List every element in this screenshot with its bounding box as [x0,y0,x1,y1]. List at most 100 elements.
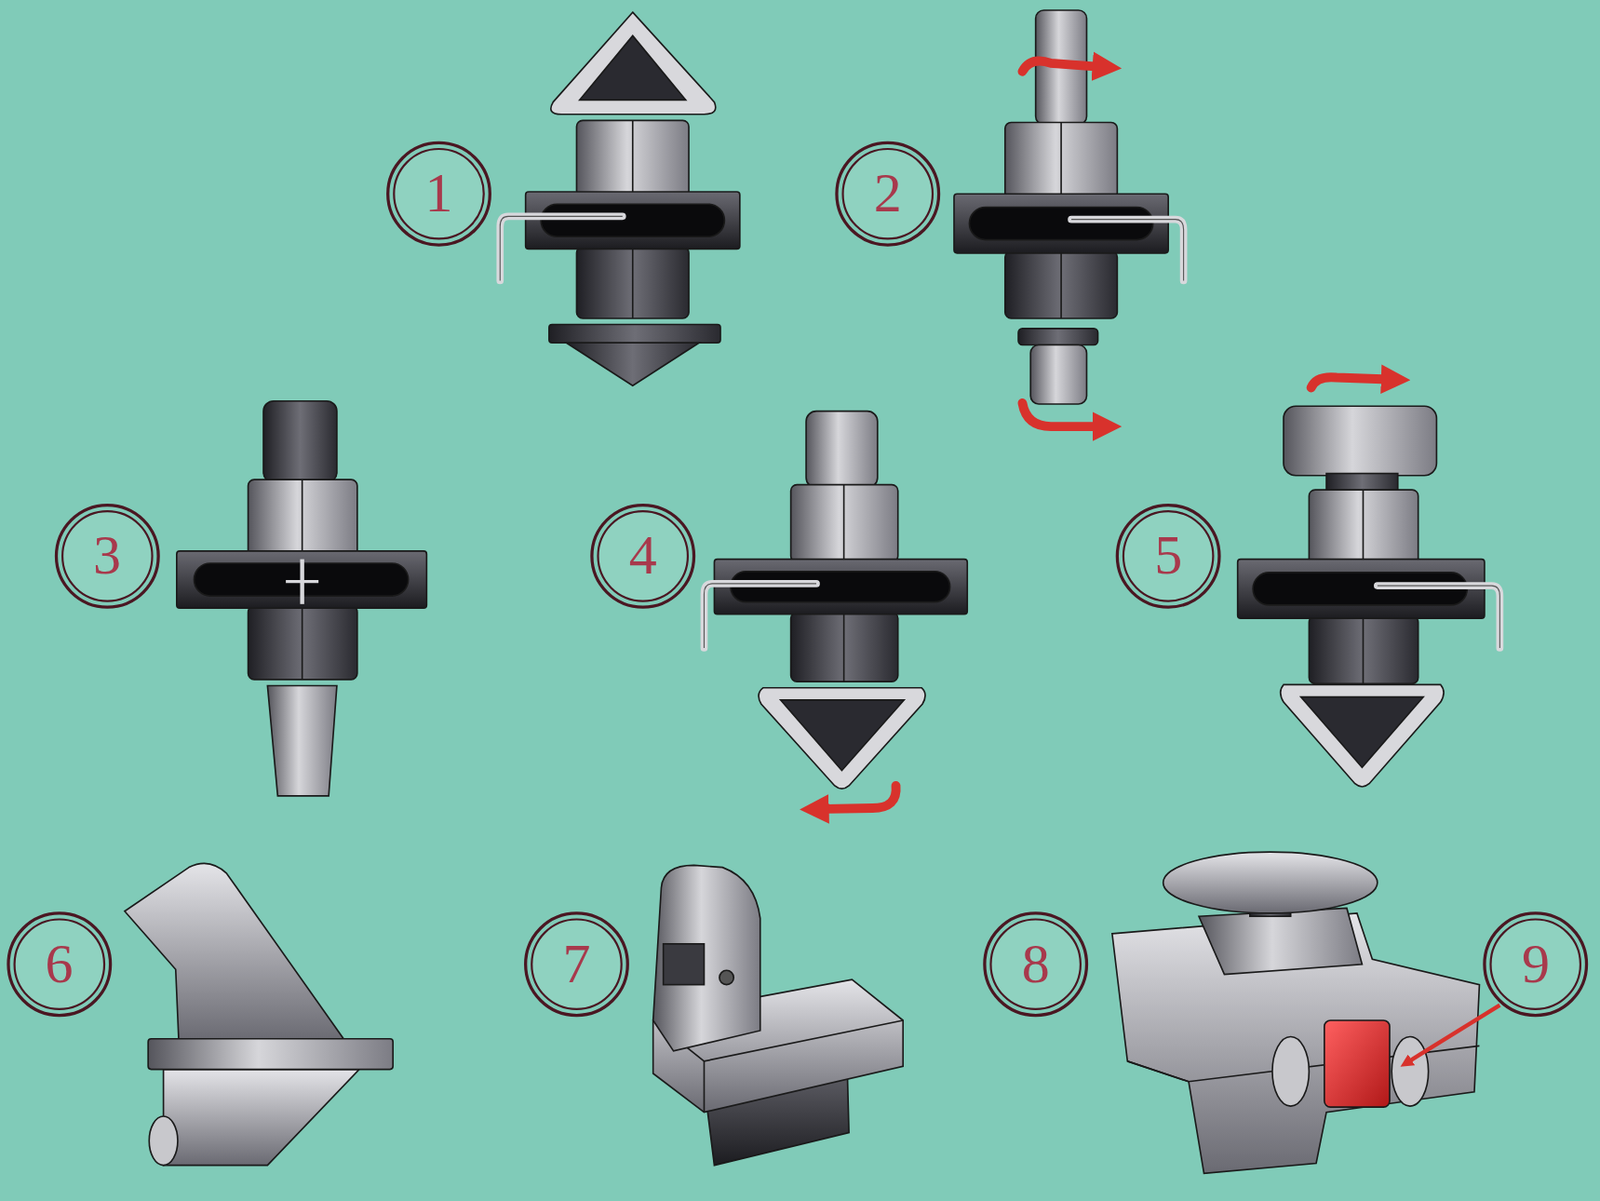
twist-clip-part [1071,219,1184,282]
cone-clip-part [843,612,846,683]
twist-clip-part [1005,122,1118,200]
callout-circle-part [1484,913,1587,1016]
rotation-arrow-part [1021,61,1107,72]
box-clip [1112,851,1480,1173]
arrow-head-clip-part [540,203,725,237]
cap-clip [1237,405,1501,787]
cap-clip-part [1377,585,1501,648]
twist-clip-part [1030,344,1087,404]
cone-clip-part [703,583,817,648]
callout-circle-part [388,142,491,245]
block-clip-part [653,864,761,1050]
callout-number: 1 [424,164,453,221]
box-clip-part [1324,1020,1390,1107]
callout-circle-part [990,919,1080,1009]
angled-clip-part [124,862,346,1041]
pin-clip-part [176,551,428,608]
callout-circle-part [531,919,621,1009]
cap-clip-part [1308,616,1418,684]
cap-clip-part [1283,405,1437,476]
cap-clip-part [1377,585,1501,648]
callout-number: 4 [629,526,658,583]
callout-circle-part [62,510,152,601]
callout-number: 7 [562,935,591,992]
cap-clip-part [1280,684,1444,787]
pin-clip-part [248,479,358,556]
rotation-arrow-part [1021,403,1107,427]
cone-clip-part [791,612,899,683]
twist-clip-part [968,206,1153,240]
twist-clip-part [1005,251,1118,319]
rotation-arrow-part [814,785,897,809]
callout-circle-part [984,913,1088,1016]
callout-circle [8,142,1587,1015]
arrow-head-clip-part [566,342,700,386]
callout-circle-part [525,913,629,1016]
arrow-head-clip-part [499,215,623,281]
pin-clip-part [263,401,337,484]
pin-clip-part [301,479,304,556]
box-clip-part [1198,907,1362,974]
block-clip-part [703,1061,706,1113]
callout-circle-part [388,142,491,245]
cone-clip-part [843,484,846,563]
arrow-head-clip [499,12,740,386]
twist-clip [954,10,1184,404]
pin-clip-part [248,605,358,680]
cap-clip-part [1301,697,1425,768]
callout-circle-part [8,913,111,1016]
twist-clip-part [954,193,1169,254]
box-clip-part [1163,851,1378,914]
pin-clip-part [267,685,337,796]
twist-clip-part [1060,251,1063,319]
block-clip-part [663,943,705,985]
box-clip-part [1272,1036,1309,1107]
block-clip [653,864,904,1165]
callout-circle-part [836,142,940,245]
cone-clip-part [780,699,905,771]
cap-clip-part [1308,489,1418,567]
callout-number: 8 [1021,935,1050,992]
callout-circle-part [1116,505,1220,608]
angled-clip-part [147,1038,393,1070]
twist-clip-part [1018,328,1098,346]
callout-circle-part [14,919,105,1009]
arrow-head-clip-part [525,191,740,249]
callout-circle-part [1116,505,1220,608]
arrow-head-clip-part [576,120,689,197]
cone-clip-part [791,484,899,563]
angled-clip [124,862,393,1165]
arrow-head-clip-part [549,324,721,344]
pin-clip-part [285,579,319,583]
angled-clip-part [148,1115,178,1166]
pin-clip-part [301,605,304,680]
arrow-head-clip-part [551,12,716,115]
callout-number: 6 [45,935,74,992]
arrow-head-clip-part [576,246,689,319]
rotation-arrow-part [1311,376,1397,388]
callout-circle-part [591,505,695,608]
arrow-head-clip-part [631,120,634,197]
leader-arrow [1406,1005,1501,1063]
cap-clip-part [1362,616,1365,684]
callout-circle-part [525,913,629,1016]
arrow-head-clip-part [579,35,686,100]
callout-circle-part [597,510,687,601]
callout-number: 5 [1154,526,1183,583]
arrow-head-clip-part [499,215,623,281]
leader-arrow-part [1406,1005,1501,1063]
arrow-head-clip-part [631,246,634,319]
box-clip-part [1391,1036,1428,1107]
callout-circle-part [56,505,160,608]
twist-clip-part [1060,122,1063,200]
callout-circle-part [1490,919,1580,1009]
callout-circle-part [393,148,484,239]
callout-circle-part [1123,510,1213,601]
angled-clip-part [163,1069,360,1166]
cone-clip [703,411,968,790]
callout-circle-part [1484,913,1587,1016]
cap-clip-part [1362,489,1365,567]
block-clip-part [719,969,734,984]
